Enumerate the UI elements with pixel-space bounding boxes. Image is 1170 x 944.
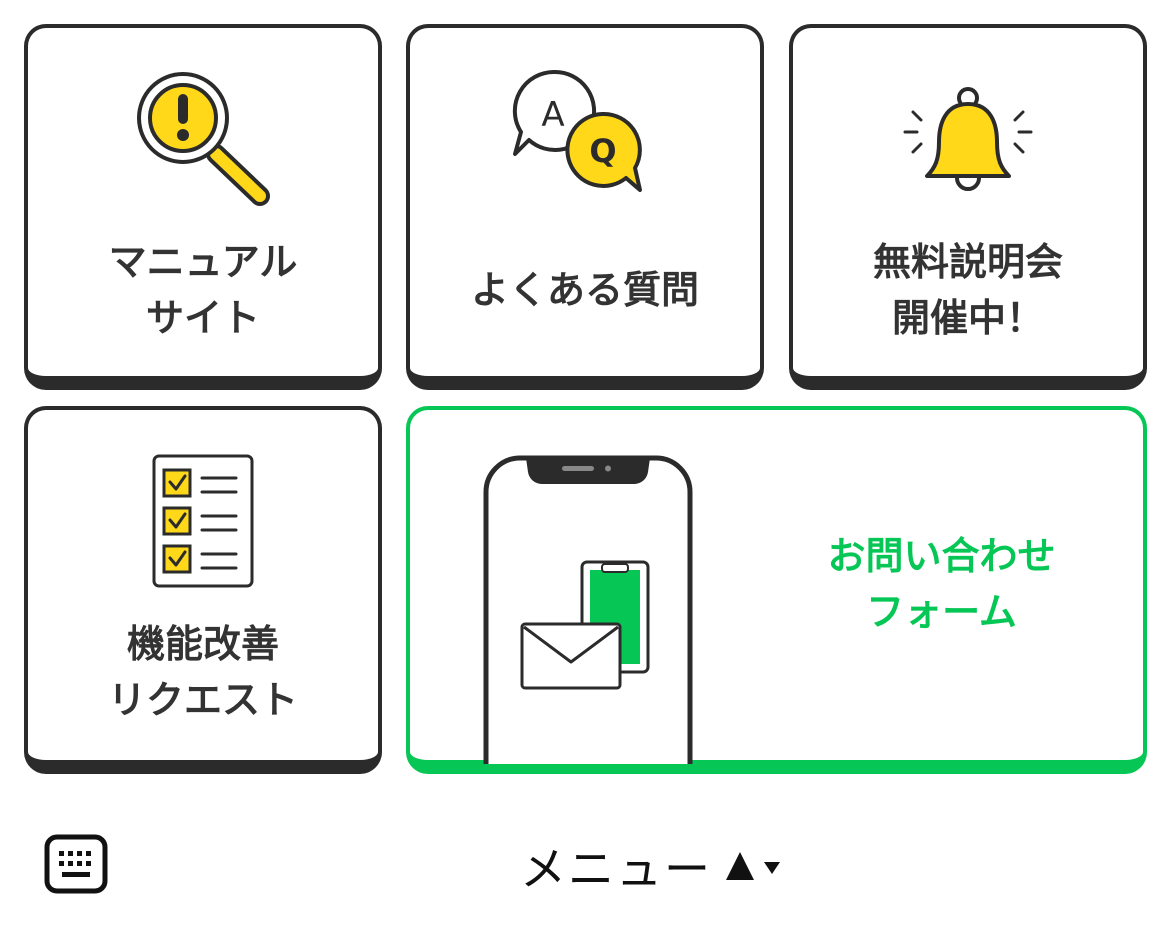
tile-label: 機能改善 リクエスト bbox=[107, 622, 298, 722]
tile-label: お問い合わせ フォーム bbox=[827, 534, 1056, 634]
menu-label: メニュー bbox=[520, 842, 712, 896]
tile-label: 無料説明会 開催中！ bbox=[872, 240, 1063, 340]
tile-label: よくある質問 bbox=[470, 268, 699, 312]
magnifier-exclamation-icon bbox=[28, 68, 378, 218]
contact-form-tile[interactable]: お問い合わせ フォーム bbox=[406, 406, 1147, 774]
keyboard-toggle-button[interactable] bbox=[44, 834, 108, 894]
checklist-icon bbox=[28, 452, 378, 592]
manual-site-tile[interactable]: マニュアル サイト bbox=[24, 24, 382, 390]
bell-icon bbox=[793, 80, 1143, 200]
keyboard-icon bbox=[44, 834, 108, 894]
tile-label: マニュアル サイト bbox=[108, 240, 298, 340]
svg-text:Q: Q bbox=[589, 132, 616, 170]
phone-mail-icon bbox=[480, 452, 696, 768]
menu-toggle-button[interactable]: メニュー bbox=[520, 836, 784, 896]
qa-speech-bubbles-icon: A Q bbox=[410, 68, 760, 218]
free-seminar-tile[interactable]: 無料説明会 開催中！ bbox=[789, 24, 1147, 390]
feature-request-tile[interactable]: 機能改善 リクエスト bbox=[24, 406, 382, 774]
triangle-up-icon bbox=[724, 849, 784, 883]
chat-bottom-bar: メニュー bbox=[0, 800, 1170, 944]
svg-text:A: A bbox=[541, 95, 564, 135]
faq-tile[interactable]: A Q よくある質問 bbox=[406, 24, 764, 390]
